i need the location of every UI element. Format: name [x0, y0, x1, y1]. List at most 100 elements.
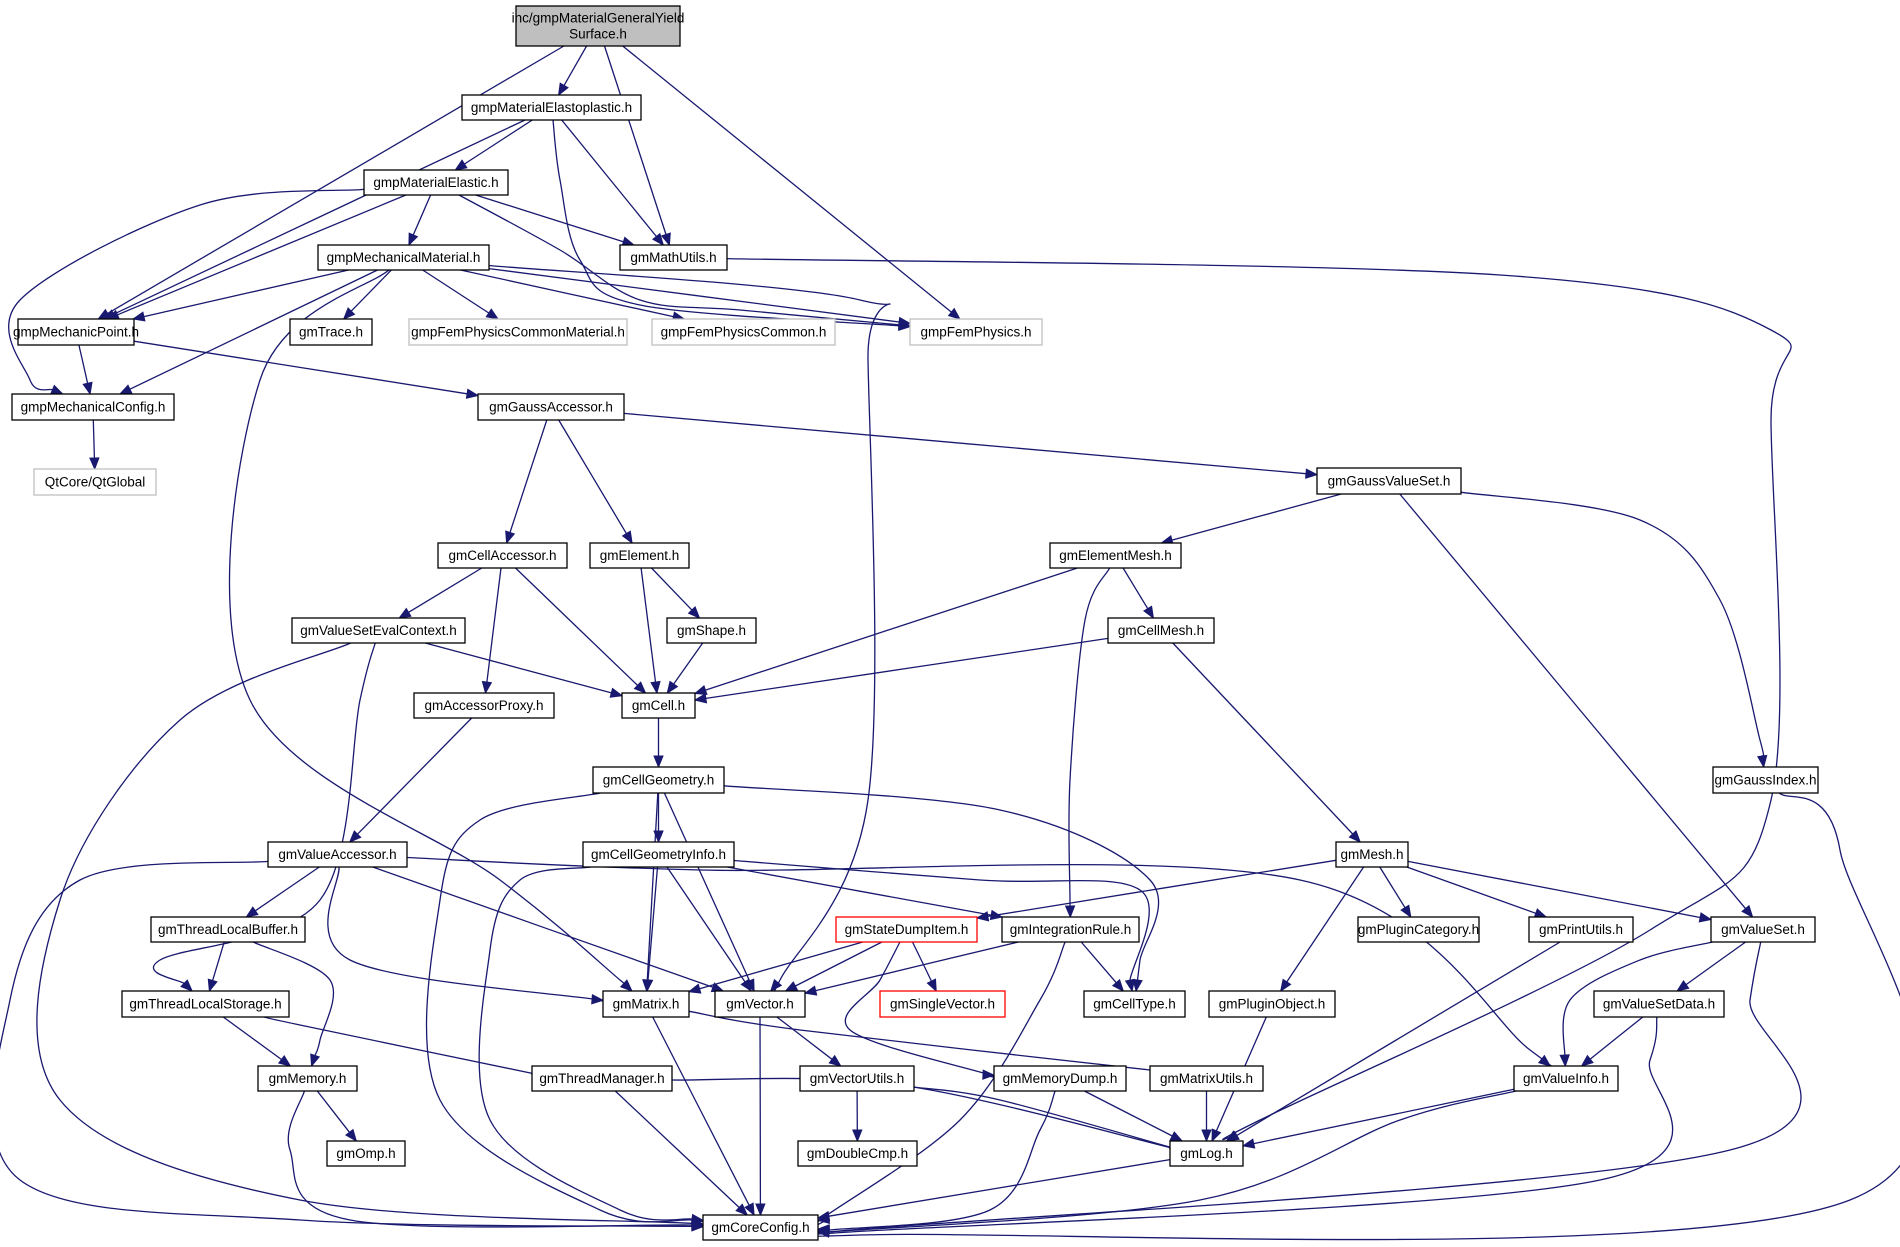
node-gmpluginobject-h[interactable]: gmPluginObject.h — [1208, 990, 1336, 1018]
node-gmcelltype-h[interactable]: gmCellType.h — [1083, 990, 1186, 1018]
node-gmtrace-h[interactable]: gmTrace.h — [289, 318, 373, 346]
node-gmmatrixutils-h[interactable]: gmMatrixUtils.h — [1149, 1065, 1264, 1092]
arrowhead-icon — [784, 981, 799, 992]
edge-line — [327, 866, 617, 1004]
node-gmvalueaccessor-h[interactable]: gmValueAccessor.h — [267, 841, 408, 868]
arrowhead-icon — [1169, 1131, 1184, 1142]
node-gmintegrationrule-h[interactable]: gmIntegrationRule.h — [1001, 916, 1140, 943]
node-gmpmechanicpoint-h[interactable]: gmpMechanicPoint.h — [13, 318, 139, 346]
node-gmvector-h[interactable]: gmVector.h — [714, 990, 806, 1018]
arrowhead-icon — [245, 906, 259, 918]
node-box — [531, 1065, 673, 1092]
node-gmpmechanicalconfig-h[interactable]: gmpMechanicalConfig.h — [11, 393, 175, 421]
node-gmmemorydump-h[interactable]: gmMemoryDump.h — [993, 1065, 1127, 1092]
arrowhead-icon — [852, 1129, 863, 1143]
node-gmcellgeometryinfo-h[interactable]: gmCellGeometryInfo.h — [582, 841, 735, 868]
node-gmthreadmanager-h[interactable]: gmThreadManager.h — [531, 1065, 673, 1092]
node-gmvalueinfo-h[interactable]: gmValueInfo.h — [1513, 1065, 1619, 1092]
node-label: gmPrintUtils.h — [1539, 922, 1623, 937]
edge-inc-gmpMaterialGeneralYieldSurface-h-to-gmMathUtils-h — [603, 45, 671, 247]
arrowhead-icon — [666, 680, 679, 695]
arrowhead-icon — [454, 159, 468, 171]
node-gmpmechanicalmaterial-h[interactable]: gmpMechanicalMaterial.h — [317, 244, 490, 271]
edge-line — [488, 267, 900, 323]
node-gmpmaterialelastic-h[interactable]: gmpMaterialElastic.h — [363, 169, 509, 196]
node-gmgaussindex-h[interactable]: gmGaussIndex.h — [1712, 766, 1819, 794]
node-label: gmThreadLocalStorage.h — [129, 997, 281, 1012]
edge-line — [129, 269, 378, 390]
node-box — [1169, 1140, 1244, 1167]
node-label: gmpMechanicPoint.h — [13, 325, 139, 340]
node-gmstatedumpitem-h[interactable]: gmStateDumpItem.h — [835, 916, 978, 943]
node-label: gmValueInfo.h — [1523, 1071, 1609, 1086]
node-box — [993, 1065, 1127, 1092]
edge-gmpMechanicalMaterial-h-to-gmTrace-h — [342, 269, 392, 320]
edge-gmCellAccessor-h-to-gmCell-h — [515, 567, 647, 694]
edge-line — [1068, 567, 1111, 912]
edge-line — [815, 941, 1019, 992]
node-gmelementmesh-h[interactable]: gmElementMesh.h — [1049, 542, 1182, 569]
edge-line — [795, 941, 883, 987]
node-gmaccessorproxy-h[interactable]: gmAccessorProxy.h — [413, 692, 555, 719]
node-gmvalueset-h[interactable]: gmValueSet.h — [1710, 916, 1816, 943]
node-gmelement-h[interactable]: gmElement.h — [589, 542, 690, 569]
node-label: gmGaussAccessor.h — [489, 400, 613, 415]
edge-line — [515, 567, 639, 686]
node-gmmatrix-h[interactable]: gmMatrix.h — [602, 990, 690, 1018]
edge-gmValueAccessor-h-to-gmVector-h — [372, 866, 725, 993]
edge-gmValueAccessor-h-to-gmThreadLocalBuffer-h — [245, 866, 320, 918]
edge-gmValueAccessor-h-to-gmCoreConfig-h — [0, 860, 705, 1232]
node-gmomp-h[interactable]: gmOmp.h — [326, 1140, 406, 1167]
node-label: gmMathUtils.h — [630, 250, 716, 265]
edge-gmGaussValueSet-h-to-gmGaussIndex-h — [1460, 491, 1768, 769]
arrowhead-icon — [975, 911, 990, 922]
node-gmvectorutils-h[interactable]: gmVectorUtils.h — [799, 1065, 915, 1092]
edge-line — [1685, 941, 1746, 986]
node-gmpmaterialelastoplastic-h[interactable]: gmpMaterialElastoplastic.h — [461, 94, 642, 121]
node-label: gmAccessorProxy.h — [424, 698, 543, 713]
node-gmmemory-h[interactable]: gmMemory.h — [257, 1065, 358, 1092]
node-box — [1049, 542, 1182, 569]
edge-line — [228, 269, 631, 990]
edge-gmIntegrationRule-h-to-gmVector-h — [803, 941, 1019, 996]
node-gmcellgeometry-h[interactable]: gmCellGeometry.h — [592, 766, 725, 794]
node-gmgaussaccessor-h[interactable]: gmGaussAccessor.h — [477, 393, 625, 421]
edge-line — [211, 941, 225, 981]
node-gmplugincategory-h[interactable]: gmPluginCategory.h — [1357, 916, 1480, 943]
edge-line — [464, 119, 533, 165]
edge-gmVector-h-to-gmCoreConfig-h — [755, 1016, 766, 1217]
arrowhead-icon — [505, 530, 516, 545]
node-gmthreadlocalbuffer-h[interactable]: gmThreadLocalBuffer.h — [150, 916, 306, 943]
edge-line — [254, 866, 320, 912]
edge-gmpMaterialElastic-h-to-gmMathUtils-h — [475, 194, 636, 247]
node-box — [1710, 916, 1816, 943]
node-gmlog-h[interactable]: gmLog.h — [1169, 1140, 1244, 1167]
edge-gmpMechanicalConfig-h-to-QtCore-QtGlobal — [89, 419, 100, 471]
node-gmthreadlocalstorage-h[interactable]: gmThreadLocalStorage.h — [121, 990, 290, 1018]
node-gmmathutils-h[interactable]: gmMathUtils.h — [619, 244, 728, 271]
edge-line — [408, 567, 483, 613]
node-box — [1107, 617, 1215, 644]
node-gmprintutils-h[interactable]: gmPrintUtils.h — [1528, 916, 1634, 943]
node-gmsinglevector-h[interactable]: gmSingleVector.h — [879, 990, 1006, 1018]
node-box — [363, 169, 509, 196]
node-gmshape-h[interactable]: gmShape.h — [666, 617, 757, 644]
edge-line — [143, 269, 349, 318]
edge-line — [828, 1158, 1171, 1217]
arrowhead-icon — [82, 381, 93, 396]
edge-gmpMaterialElastic-h-to-gmpMechanicalMaterial-h — [408, 194, 432, 247]
node-gmmesh-h[interactable]: gmMesh.h — [1335, 841, 1409, 868]
node-gmcoreconfig-h[interactable]: gmCoreConfig.h — [702, 1214, 819, 1241]
node-gmvaluesetdata-h[interactable]: gmValueSetData.h — [1593, 990, 1725, 1018]
node-label: gmValueAccessor.h — [278, 847, 396, 862]
node-gmgaussvalueset-h[interactable]: gmGaussValueSet.h — [1316, 467, 1462, 495]
node-gmvaluesetevalcontext-h[interactable]: gmValueSetEvalContext.h — [291, 617, 466, 644]
node-gmcellmesh-h[interactable]: gmCellMesh.h — [1107, 617, 1215, 644]
node-label: gmThreadLocalBuffer.h — [158, 922, 298, 937]
node-gmcell-h[interactable]: gmCell.h — [621, 692, 696, 719]
node-gmcellaccessor-h[interactable]: gmCellAccessor.h — [437, 542, 568, 569]
edge-gmValueSet-h-to-gmValueSetData-h — [1676, 941, 1746, 992]
node-gmdoublecmp-h[interactable]: gmDoubleCmp.h — [797, 1140, 918, 1167]
